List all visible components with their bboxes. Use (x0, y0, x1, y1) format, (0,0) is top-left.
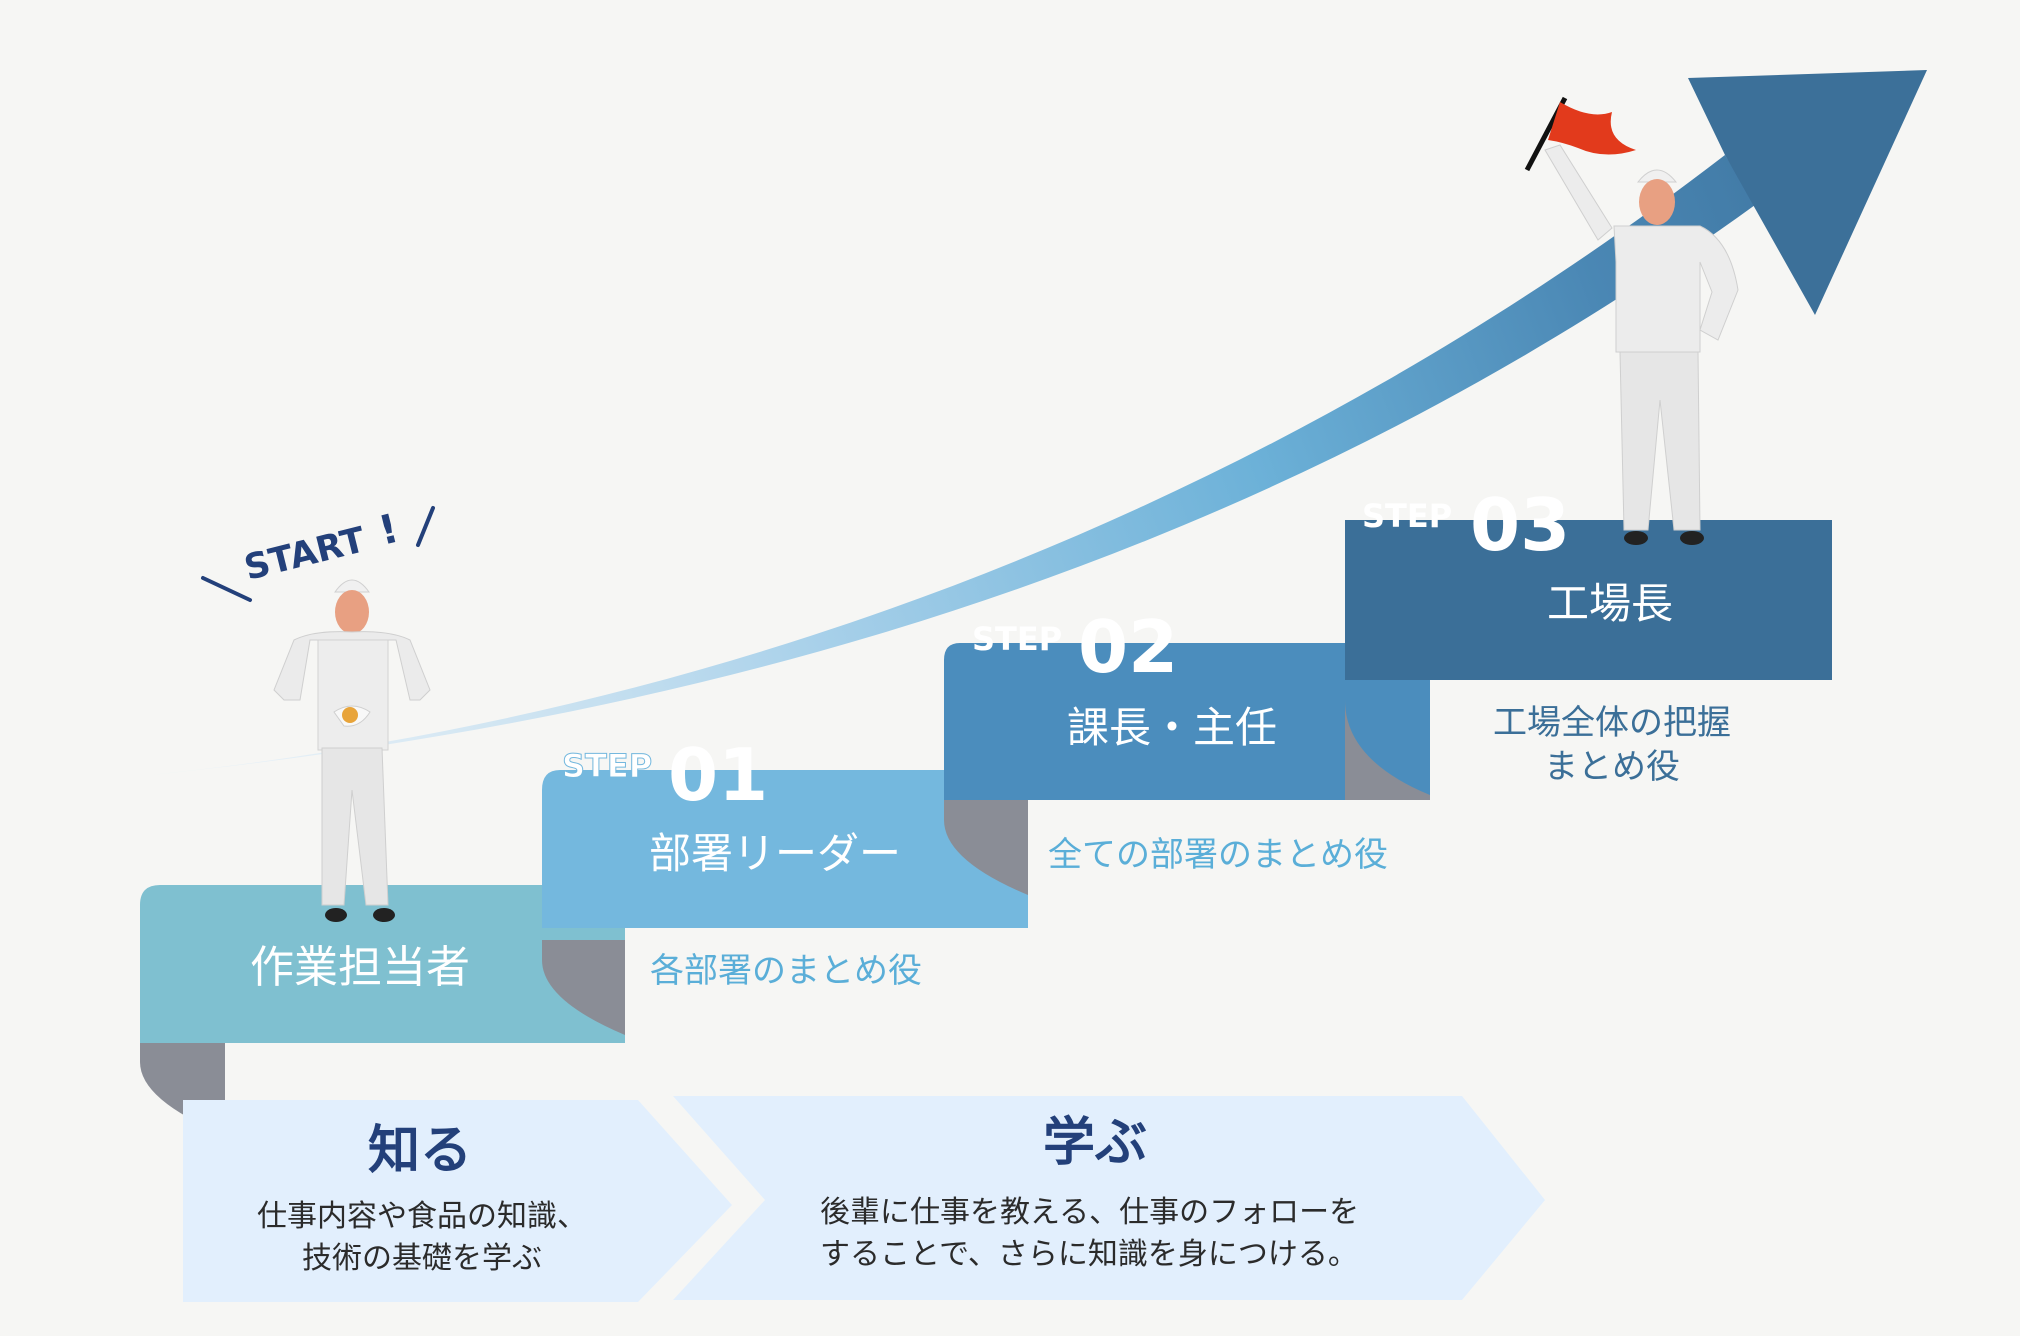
worker-2-legs (1619, 351, 1701, 531)
growth-arrow (140, 70, 1927, 776)
goal-worker-figure (1524, 96, 1739, 545)
phase-know-title: 知る (368, 1121, 472, 1181)
worker-1-legs (321, 747, 389, 906)
worker-2-torso (1613, 225, 1739, 353)
step-02-word: STEP (972, 620, 1062, 658)
step-02-number: 02 (1078, 605, 1178, 689)
worker-2-head (1639, 179, 1675, 225)
start-label: START (241, 520, 370, 589)
worker-1-jacket (317, 639, 389, 751)
step-03-number: 03 (1470, 483, 1570, 567)
phase-know-line-2: 技術の基礎を学ぶ (302, 1241, 542, 1276)
phase-know: 知る 仕事内容や食品の知識、 技術の基礎を学ぶ (257, 1121, 587, 1276)
phase-know-line-1: 仕事内容や食品の知識、 (257, 1199, 587, 1234)
worker-1-item (342, 707, 358, 723)
step-labels-03: STEP 03 工場長 工場全体の把握 まとめ役 (1362, 483, 1731, 787)
step-labels-base: 作業担当者 (250, 942, 470, 993)
step-ribbon-base (140, 885, 625, 1135)
phase-know-box (183, 1100, 732, 1302)
step-02-role: 課長・主任 (1067, 703, 1277, 752)
worker-2-raised-arm (1544, 144, 1613, 241)
phase-learn-line-2: することで、さらに知識を身につける。 (820, 1237, 1358, 1272)
worker-2-right-shoe (1680, 531, 1704, 545)
start-worker-figure: START ! (201, 506, 435, 922)
worker-1-head (335, 590, 369, 634)
phase-learn-title: 学ぶ (1043, 1113, 1147, 1173)
phase-learn: 学ぶ 後輩に仕事を教える、仕事のフォローを することで、さらに知識を身につける。 (820, 1113, 1359, 1272)
step-03-desc-line-2: まとめ役 (1544, 747, 1680, 787)
base-role: 作業担当者 (250, 942, 470, 993)
step-ribbon-01 (542, 770, 1028, 928)
step-01-desc: 各部署のまとめ役 (650, 951, 922, 991)
start-burst-right-line (416, 506, 435, 547)
step-01-number: 01 (668, 733, 768, 817)
step-01-role: 部署リーダー (649, 829, 901, 878)
phase-learn-box (673, 1096, 1545, 1300)
step-03-word: STEP (1362, 497, 1452, 535)
step-02-under-fold (1345, 700, 1430, 800)
step-03-role: 工場長 (1547, 579, 1673, 628)
step-01-band (542, 770, 1028, 928)
base-band (140, 885, 625, 1043)
worker-1-helmet (334, 579, 370, 593)
flag-icon (1548, 102, 1636, 155)
step-03-desc-line-1: 工場全体の把握 (1493, 703, 1731, 743)
phase-chevrons (183, 1096, 1545, 1302)
worker-1-torso (273, 631, 431, 701)
step-labels-01: STEP 01 部署リーダー 各部署のまとめ役 (562, 733, 923, 991)
growth-arrow-head-icon (1688, 70, 1927, 315)
step-01-under-fold (944, 800, 1028, 895)
start-exclaim: ! (374, 506, 403, 555)
step-01-word: STEP (562, 747, 652, 785)
worker-2-left-shoe (1624, 531, 1648, 545)
start-burst-left-line (201, 576, 252, 602)
phase-learn-line-1: 後輩に仕事を教える、仕事のフォローを (820, 1195, 1359, 1230)
base-under-fold (542, 940, 625, 1035)
step-02-desc: 全ての部署のまとめ役 (1048, 835, 1388, 875)
worker-2-helmet (1636, 169, 1678, 183)
step-02-band (944, 643, 1430, 800)
step-labels-02: STEP 02 課長・主任 全ての部署のまとめ役 (972, 605, 1388, 875)
worker-1-left-shoe (325, 908, 347, 922)
worker-1-right-shoe (373, 908, 395, 922)
step-03-band (1345, 520, 1832, 680)
